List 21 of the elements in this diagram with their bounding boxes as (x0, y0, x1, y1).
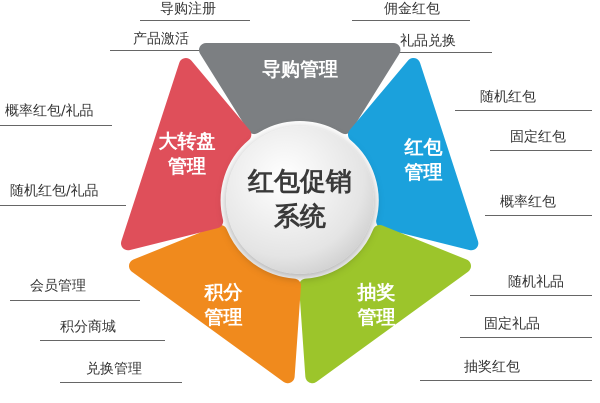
item-label: 会员管理 (30, 277, 86, 295)
item-label: 固定礼品 (484, 315, 540, 333)
item-label: 随机红包 (480, 88, 536, 106)
item-label: 积分商城 (60, 318, 116, 336)
item-label: 佣金红包 (384, 0, 440, 18)
segment-title: 大转盘管理 (157, 130, 216, 179)
segment-title: 积分管理 (203, 280, 244, 330)
item-label: 概率红包 (500, 193, 556, 211)
item-label: 概率红包/礼品 (5, 102, 94, 120)
item-label: 礼品兑换 (400, 32, 456, 50)
item-label: 随机礼品 (508, 273, 564, 291)
item-label: 抽奖红包 (464, 358, 520, 376)
item-label: 兑换管理 (86, 360, 142, 378)
item-label: 固定红包 (510, 128, 566, 146)
segment-title: 导购管理 (260, 58, 339, 82)
item-label: 导购注册 (160, 0, 216, 18)
center-title: 红包促销系统 (248, 166, 352, 234)
item-label: 随机红包/礼品 (10, 182, 99, 200)
segment-title: 抽奖管理 (356, 280, 396, 330)
item-label: 产品激活 (133, 30, 189, 48)
segment-title: 红包管理 (403, 135, 444, 184)
